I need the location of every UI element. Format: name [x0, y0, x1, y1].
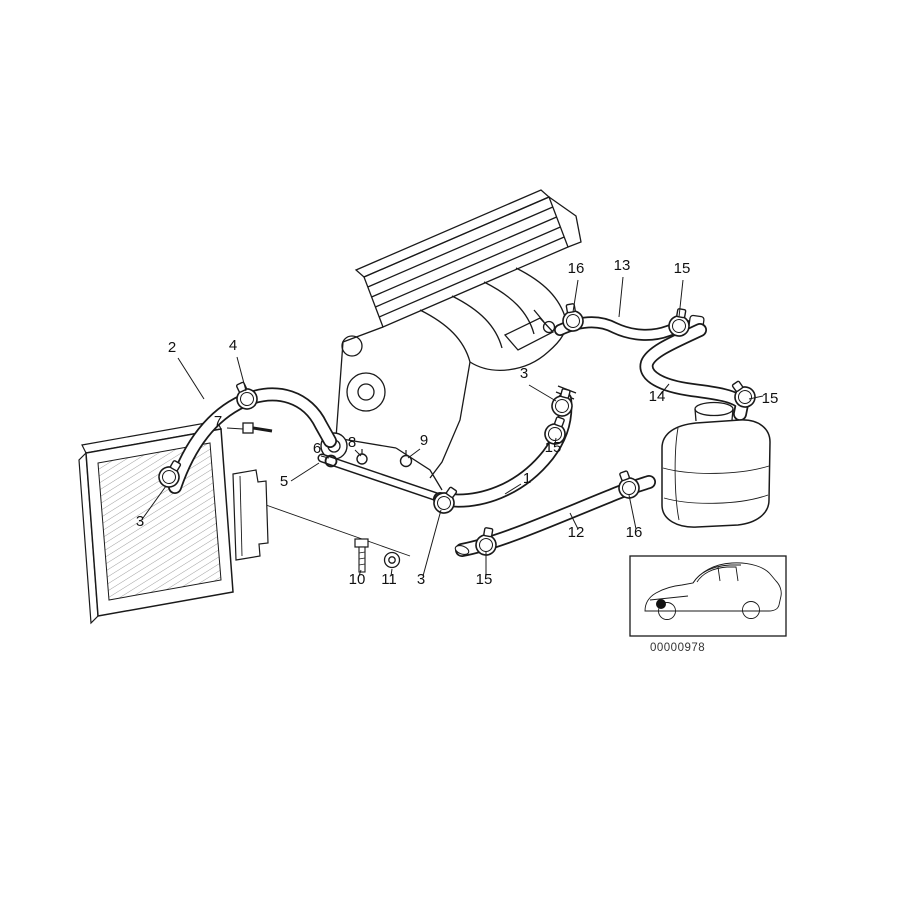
part-callout[interactable]: 15	[762, 390, 779, 407]
part-callout[interactable]: 7	[214, 413, 222, 430]
part-callout[interactable]: 16	[626, 524, 643, 541]
diagram-id: 00000978	[650, 642, 705, 654]
vehicle-thumbnail	[629, 555, 787, 637]
part-callout[interactable]: 15	[674, 260, 691, 277]
radiator-drawing	[78, 420, 269, 625]
part-callout[interactable]: 1	[523, 470, 531, 487]
part-callout[interactable]: 4	[229, 337, 237, 354]
part-callout[interactable]: 15	[476, 571, 493, 588]
part-callout[interactable]: 16	[568, 260, 585, 277]
leader-lines	[142, 276, 764, 577]
o-ring-part-6	[324, 454, 338, 468]
part-callout[interactable]: 14	[649, 388, 666, 405]
sensor-part-8	[356, 449, 368, 465]
part-callout[interactable]: 15	[545, 439, 562, 456]
tank-inlet-hose	[639, 323, 750, 421]
part-callout[interactable]: 8	[348, 434, 356, 451]
part-callout[interactable]: 2	[168, 339, 176, 356]
construction-line	[265, 504, 411, 557]
washer-part-11	[383, 551, 401, 569]
part-callout[interactable]: 5	[280, 473, 288, 490]
sensor-part-9	[399, 450, 413, 468]
bolt-part-7	[242, 422, 273, 434]
part-callout[interactable]: 10	[349, 571, 366, 588]
part-callout[interactable]: 9	[420, 432, 428, 449]
car-body-outline	[644, 562, 782, 612]
water-pipe	[317, 453, 445, 503]
part-callout[interactable]: 6	[313, 440, 321, 457]
part-callout[interactable]: 11	[381, 571, 397, 588]
part-callout[interactable]: 3	[520, 365, 528, 382]
part-callout[interactable]: 13	[614, 257, 631, 274]
clamp-15-hose12	[473, 525, 500, 558]
part-callout[interactable]: 12	[568, 524, 585, 541]
screw-part-10	[354, 538, 369, 573]
callout-labels: 2 4 16 13 15 3 14 15 7 6 8 9 5 15 1 3 12…	[136, 257, 779, 588]
location-dot	[656, 599, 666, 609]
expansion-tank-drawing	[661, 401, 771, 528]
part-callout[interactable]: 3	[136, 513, 144, 530]
part-callout[interactable]: 3	[417, 571, 425, 588]
